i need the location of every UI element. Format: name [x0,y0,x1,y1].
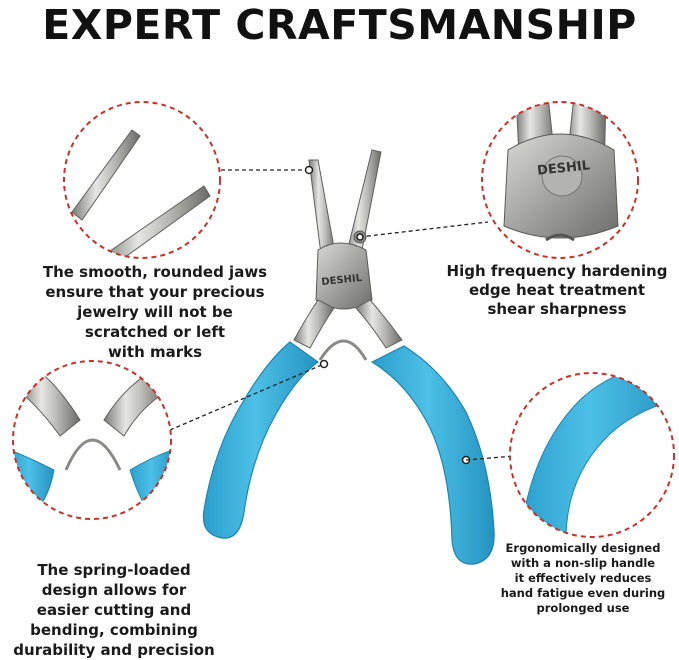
caption-handle-line: Ergonomically designed [505,541,661,555]
caption-spring-line: durability and precision [13,641,215,659]
caption-spring: The spring-loaded design allows for easi… [4,560,224,660]
zoom-spring [12,360,172,520]
caption-handle: Ergonomically designed with a non-slip h… [492,541,674,616]
caption-hardening: High frequency hardening edge heat treat… [442,262,672,319]
caption-handle-line: prolonged use [536,601,630,615]
zoom-hardening: DESHIL [481,101,639,259]
jaw-tip-marker [304,165,314,175]
caption-handle-line: it effectively reduces [514,571,652,585]
caption-spring-line: easier cutting and [36,601,192,619]
pliers-brand-text: DESHIL [321,273,363,288]
caption-spring-line: design allows for [41,581,187,599]
zoom-handle [509,372,675,538]
caption-jaws-line: with marks [107,343,203,361]
caption-jaws-line: scratched or left [84,323,226,341]
caption-hardening-line: edge heat treatment [468,281,646,299]
caption-spring-line: bending, combining [30,621,198,639]
caption-hardening-line: High frequency hardening [446,262,668,280]
caption-jaws: The smooth, rounded jaws ensure that you… [20,262,290,362]
caption-handle-line: with a non-slip handle [510,556,656,570]
zoom-jaws [63,101,221,259]
caption-jaws-line: jewelry will not be [77,303,233,321]
joint-marker [356,233,364,241]
caption-spring-line: The spring-loaded [37,561,191,579]
caption-handle-line: hand fatigue even during [500,586,666,600]
caption-hardening-line: shear sharpness [487,300,627,318]
main-pliers: DESHIL [202,149,495,565]
caption-jaws-line: ensure that your precious [45,283,265,301]
callout-lines [169,169,515,461]
page-title: EXPERT CRAFTSMANSHIP [42,1,637,49]
caption-jaws-line: The smooth, rounded jaws [42,263,268,281]
zoom-brand-text: DESHIL [536,158,590,178]
